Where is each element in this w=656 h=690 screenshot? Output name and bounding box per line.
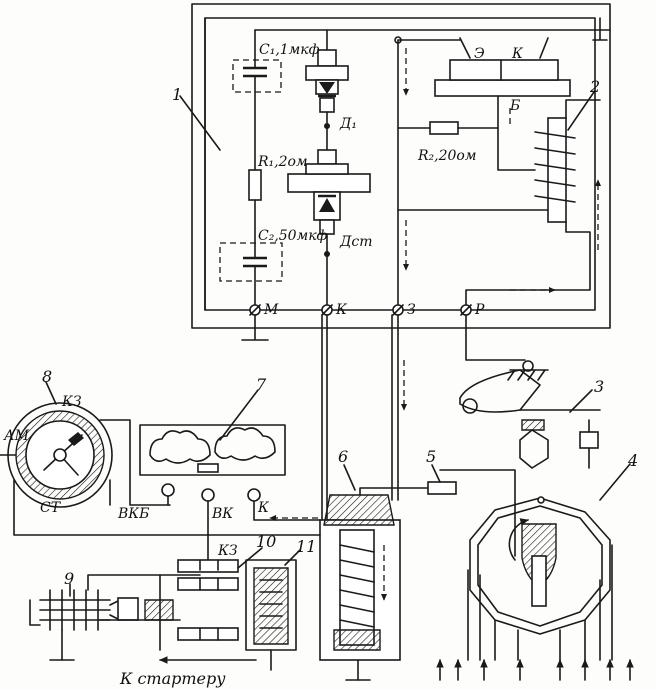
diode-d1 bbox=[305, 29, 349, 151]
distributor-4 bbox=[439, 469, 613, 661]
callout-11: 11 bbox=[296, 537, 316, 556]
callout-9: 9 bbox=[64, 569, 74, 588]
label-k-relay: К bbox=[511, 46, 524, 62]
label-e: Э bbox=[474, 46, 485, 62]
solenoid-9 bbox=[29, 574, 201, 661]
relay-ek bbox=[434, 37, 571, 129]
label-r1: R₁,2ом bbox=[257, 154, 308, 170]
callout-4: 4 bbox=[627, 451, 638, 470]
hv-lead-arrows bbox=[436, 659, 634, 681]
terminal-row bbox=[249, 304, 472, 316]
resistor-r2 bbox=[429, 121, 459, 135]
zener-dst bbox=[287, 149, 371, 306]
relay-block-7 bbox=[139, 424, 321, 561]
capacitor-c1 bbox=[232, 29, 282, 171]
starter-drive bbox=[99, 574, 257, 664]
terminal-z-label: З bbox=[407, 302, 416, 318]
label-r2: R₂,20ом bbox=[417, 148, 476, 164]
capacitor-c2 bbox=[219, 242, 283, 306]
label-starter: К стартеру bbox=[119, 669, 226, 688]
relay-10 bbox=[177, 559, 239, 641]
label-vkb: ВКБ bbox=[117, 506, 149, 522]
regulator-housing-outer bbox=[191, 3, 611, 329]
interrupter-3 bbox=[459, 314, 601, 469]
ignition-coil-6 bbox=[319, 487, 431, 681]
callout-10: 10 bbox=[256, 532, 276, 551]
label-st: СТ bbox=[40, 500, 62, 516]
label-dst: Дст bbox=[339, 234, 373, 250]
callout-leaders bbox=[45, 91, 631, 597]
label-am: АМ bbox=[3, 428, 30, 444]
label-vk: ВК bbox=[211, 506, 234, 522]
label-c2: C₂,50мкф bbox=[258, 228, 328, 244]
label-k-lower: К bbox=[257, 500, 270, 516]
callout-1: 1 bbox=[172, 85, 182, 104]
label-kz-bottom: КЗ bbox=[217, 543, 238, 559]
regulator-unit bbox=[191, 3, 611, 341]
resistor-5 bbox=[427, 481, 457, 495]
callout-6: 6 bbox=[338, 447, 348, 466]
callout-2: 2 bbox=[589, 77, 600, 96]
fuse-block-11 bbox=[245, 559, 297, 671]
label-b: Б bbox=[509, 98, 520, 114]
terminal-k-label: К bbox=[335, 302, 348, 318]
label-kz-top: КЗ bbox=[61, 394, 82, 410]
terminal-r-label: Р bbox=[474, 302, 485, 318]
callout-7: 7 bbox=[256, 375, 267, 394]
callout-8: 8 bbox=[42, 367, 52, 386]
callout-3: 3 bbox=[594, 377, 604, 396]
resistor-r1 bbox=[248, 169, 262, 201]
starter-8 bbox=[0, 402, 321, 536]
label-d1: Д₁ bbox=[339, 116, 357, 132]
terminal-m-label: М bbox=[263, 302, 279, 318]
label-c1: C₁,1мкф bbox=[259, 42, 320, 58]
callout-5: 5 bbox=[426, 447, 436, 466]
coil-2 bbox=[465, 99, 601, 306]
